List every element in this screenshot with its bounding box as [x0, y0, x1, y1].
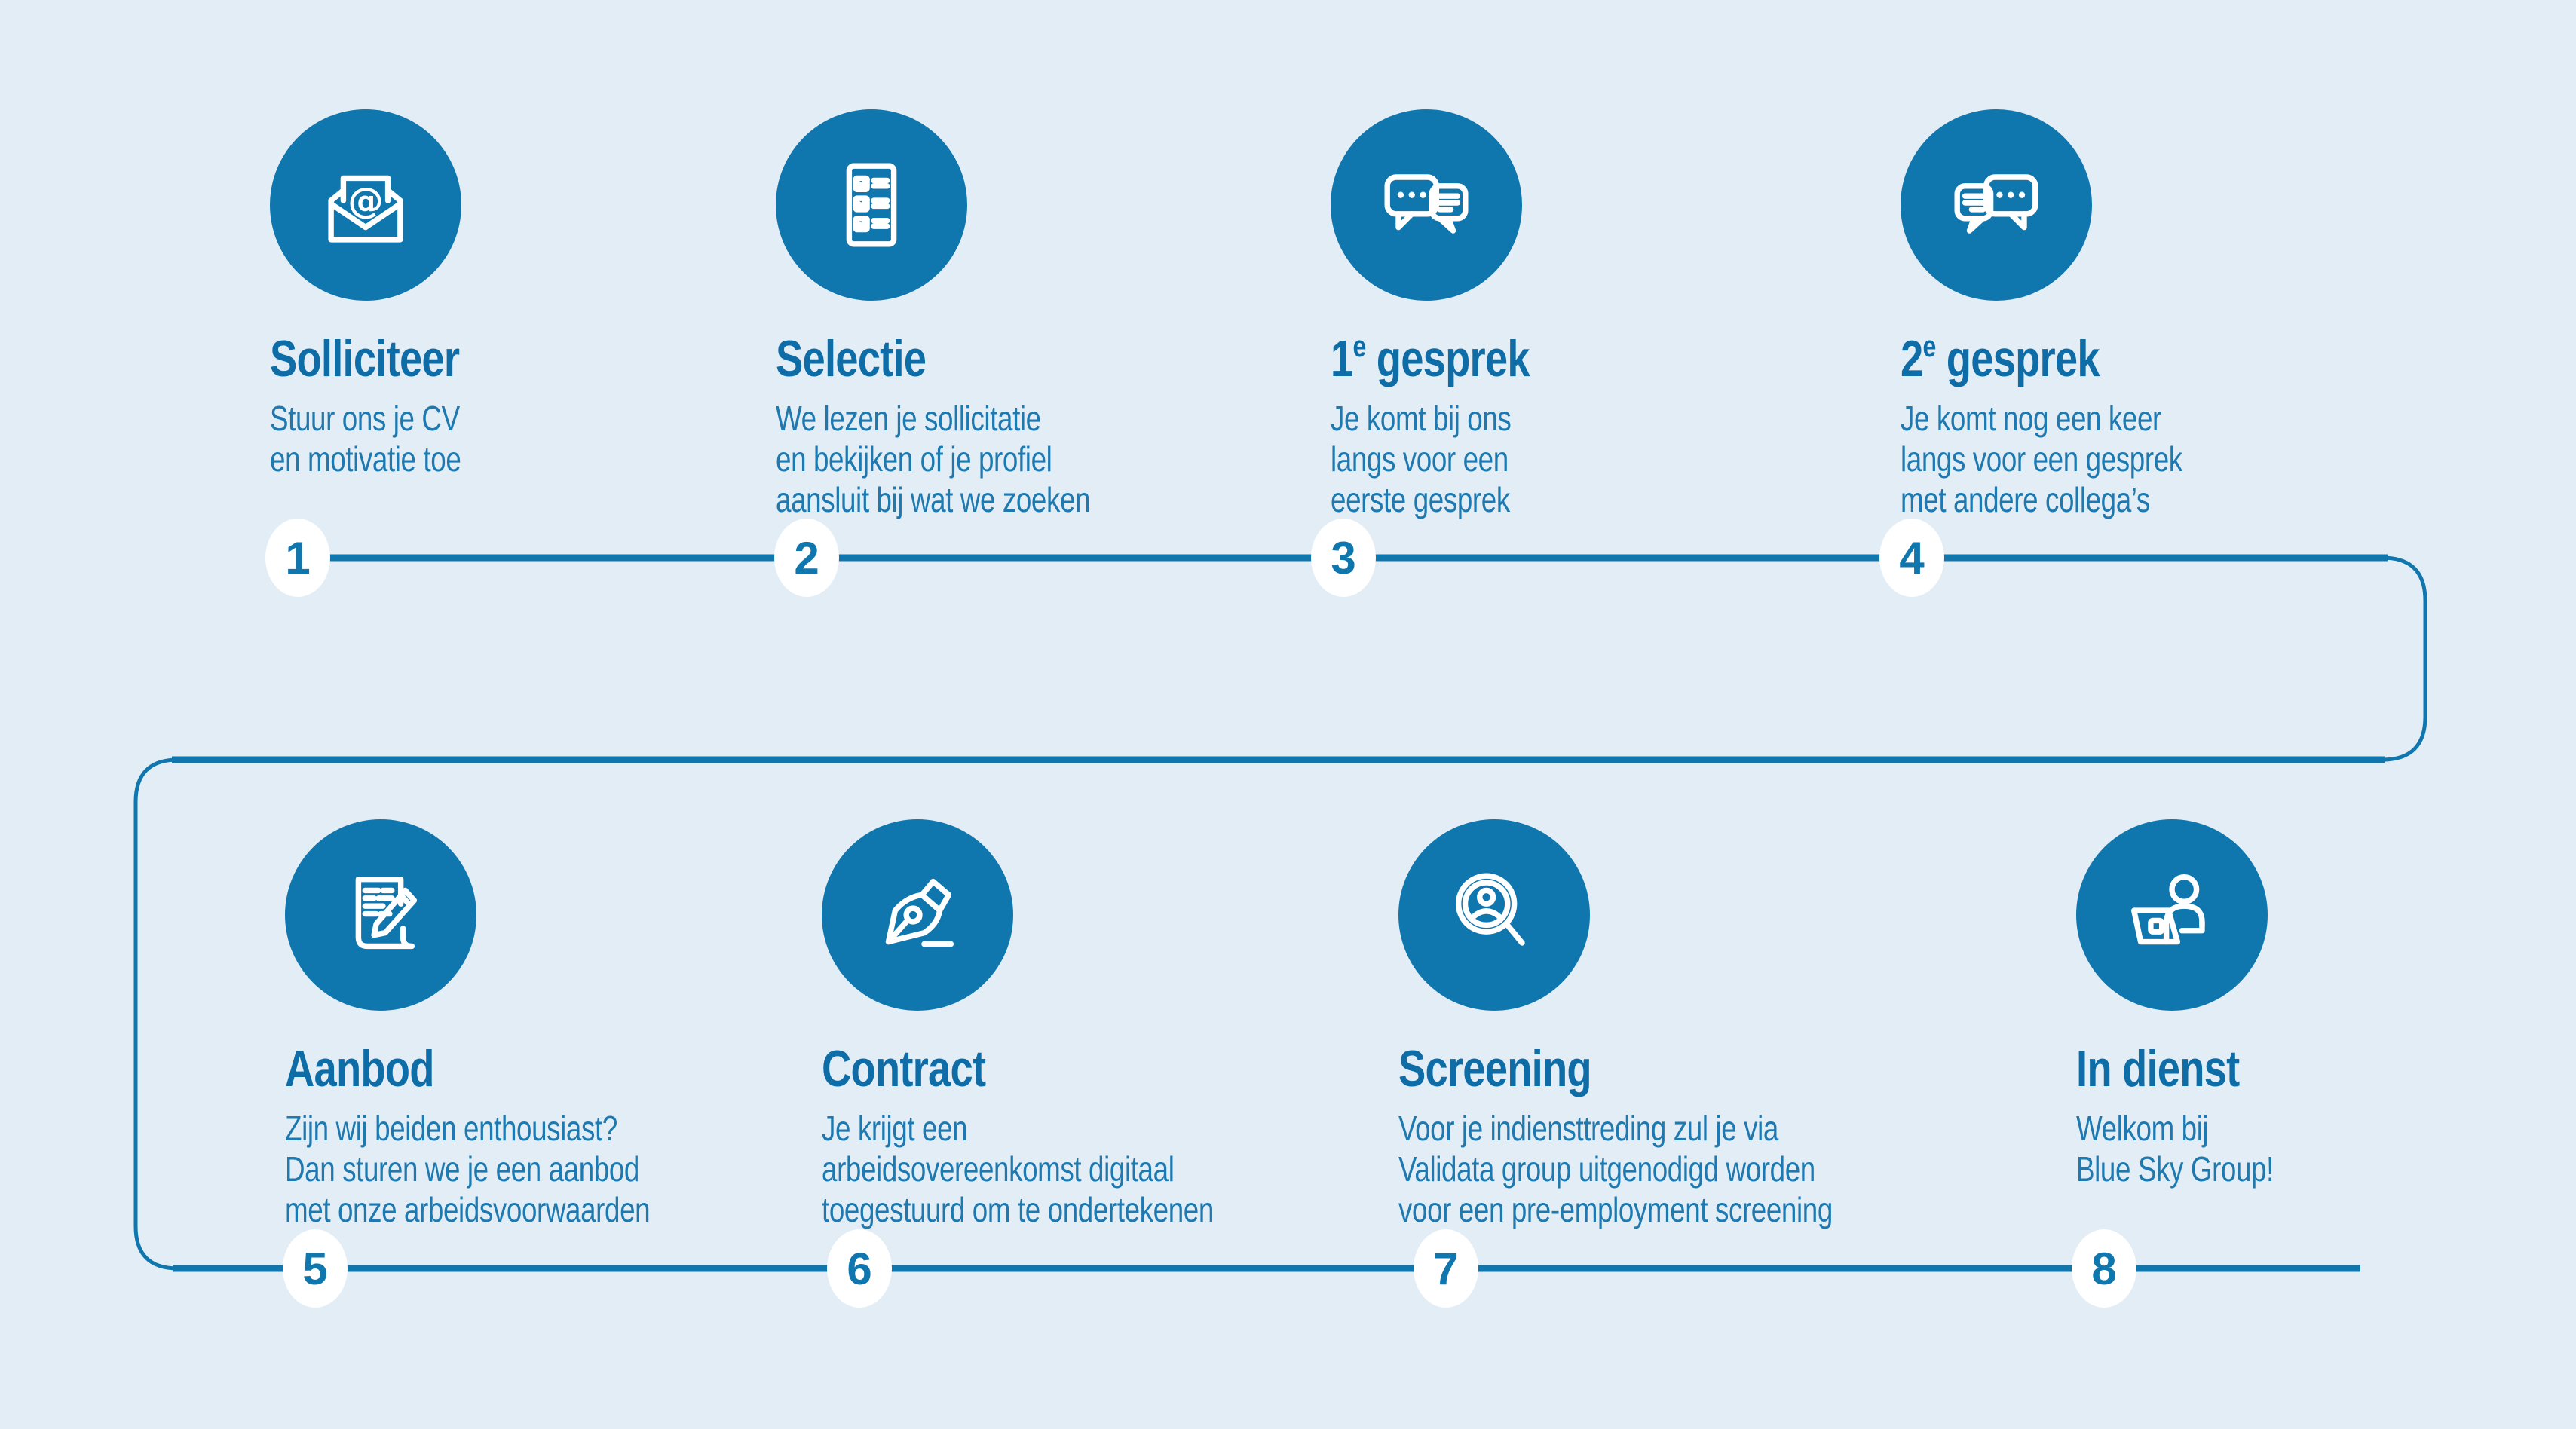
step-icon-circle	[1398, 819, 1590, 1011]
mail-at-icon: @	[328, 175, 403, 243]
step-icon-circle	[2076, 819, 2268, 1011]
step-title: In dienst	[2076, 1040, 2240, 1097]
step-icon-circle	[1331, 109, 1522, 301]
step-icon-circle	[1901, 109, 2092, 301]
step-description: Zijn wij beiden enthousiast? Dan sturen …	[285, 1109, 651, 1230]
chat-bubbles-icon	[1384, 174, 1469, 234]
step-description: Welkom bij Blue Sky Group!	[2076, 1109, 2274, 1189]
step-title: Solliciteer	[270, 330, 460, 387]
step-title: Screening	[1398, 1040, 1592, 1097]
step-number-badge: 6	[827, 1229, 892, 1308]
step-description: Je komt bij ons langs voor een eerste ge…	[1331, 399, 1512, 520]
step-card: 1e gesprek Je komt bij ons langs voor ee…	[1331, 109, 1873, 520]
offer-document-icon	[355, 876, 418, 950]
step-card: Screening Voor je indiensttreding zul je…	[1398, 819, 1941, 1230]
step-description: Je krijgt een arbeidsovereenkomst digita…	[822, 1109, 1214, 1230]
step-card: Contract Je krijgt een arbeidsovereenkom…	[822, 819, 1365, 1230]
step-card: Aanbod Zijn wij beiden enthousiast? Dan …	[285, 819, 828, 1230]
step-description: Je komt nog een keer langs voor een gesp…	[1901, 399, 2182, 520]
step-number: 1	[285, 532, 311, 583]
step-icon-circle: @	[270, 109, 461, 301]
svg-text:@: @	[348, 180, 383, 222]
step-title: 2e gesprek	[1901, 330, 2100, 387]
step-number: 3	[1331, 532, 1356, 583]
step-number: 2	[794, 532, 819, 583]
step-number-badge: 5	[283, 1229, 348, 1308]
step-number-badge: 7	[1414, 1229, 1478, 1308]
step-card: Selectie We lezen je sollicitatie en bek…	[776, 109, 1319, 520]
step-number: 5	[302, 1243, 328, 1294]
person-laptop-icon	[2130, 874, 2205, 945]
step-card: @ Solliciteer Stuur ons je CV en motivat…	[270, 109, 813, 479]
step-number-badge: 4	[1879, 519, 1944, 597]
step-number-badge: 8	[2072, 1229, 2136, 1308]
step-title: Aanbod	[285, 1040, 434, 1097]
step-icon-circle	[776, 109, 967, 301]
step-number: 6	[847, 1243, 872, 1294]
step-card: In dienst Welkom bij Blue Sky Group!	[2076, 819, 2576, 1189]
step-number-badge: 1	[265, 519, 330, 597]
step-icon-circle	[285, 819, 476, 1011]
checklist-icon	[846, 163, 897, 247]
step-number: 4	[1899, 532, 1925, 583]
step-title: Selectie	[776, 330, 927, 387]
step-number-badge: 2	[774, 519, 839, 597]
step-title: Contract	[822, 1040, 986, 1097]
step-description: Voor je indiensttreding zul je via Valid…	[1398, 1109, 1833, 1230]
step-card: 2e gesprek Je komt nog een keer langs vo…	[1901, 109, 2443, 520]
step-title: 1e gesprek	[1331, 330, 1530, 387]
pen-nib-icon	[885, 878, 954, 947]
step-number: 7	[1433, 1243, 1459, 1294]
magnifier-person-icon	[1455, 873, 1525, 946]
step-description: Stuur ons je CV en motivatie toe	[270, 399, 461, 479]
step-number-badge: 3	[1311, 519, 1376, 597]
step-number: 8	[2091, 1243, 2117, 1294]
step-icon-circle	[822, 819, 1013, 1011]
step-description: We lezen je sollicitatie en bekijken of …	[776, 399, 1091, 520]
chat-bubbles-mirrored-icon	[1954, 174, 2038, 234]
